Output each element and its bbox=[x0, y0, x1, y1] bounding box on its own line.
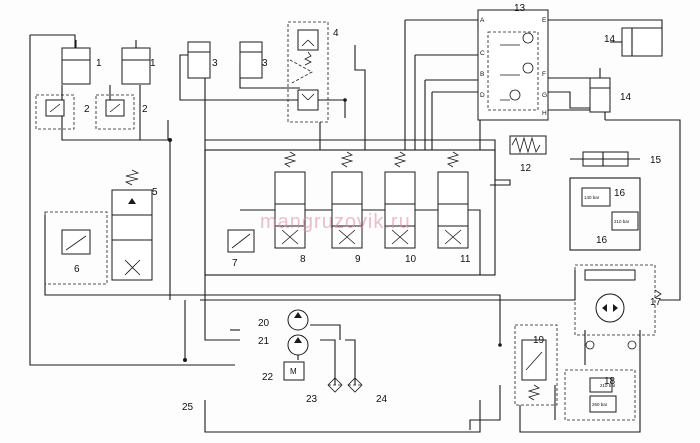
filter-24 bbox=[347, 377, 363, 393]
relief-valves-16: 140 bar 210 bar bbox=[569, 177, 641, 251]
callout-25: 25 bbox=[182, 402, 194, 413]
callout-2-left: 2 bbox=[84, 104, 90, 115]
port-labels: A B C D E F G H bbox=[480, 17, 547, 117]
valve-6 bbox=[44, 211, 108, 285]
cylinder-14-upper bbox=[610, 27, 663, 57]
callout-8: 8 bbox=[300, 254, 306, 265]
callout-1-right: 1 bbox=[150, 58, 156, 69]
port-label-e: E bbox=[542, 17, 547, 24]
valve-5 bbox=[111, 169, 153, 281]
valve-block-4 bbox=[287, 21, 329, 123]
cylinder-1-right bbox=[121, 40, 151, 85]
electric-motor-22: M bbox=[283, 361, 305, 381]
callout-19: 19 bbox=[533, 335, 545, 346]
valve-2-left bbox=[35, 94, 75, 130]
callout-17: 17 bbox=[650, 297, 662, 308]
callout-11: 11 bbox=[460, 254, 471, 265]
callout-6: 6 bbox=[74, 264, 80, 275]
directional-valve-bank bbox=[204, 149, 496, 276]
callout-18: 18 bbox=[604, 376, 616, 387]
callout-12: 12 bbox=[520, 163, 532, 174]
port-label-d: D bbox=[480, 92, 485, 99]
callout-14-upper: 14 bbox=[604, 34, 616, 45]
callout-3-left: 3 bbox=[212, 58, 218, 69]
callout-20: 20 bbox=[258, 318, 270, 329]
callout-23: 23 bbox=[306, 394, 318, 405]
callout-14-lower: 14 bbox=[620, 92, 632, 103]
directional-valve-9 bbox=[331, 151, 363, 249]
cylinder-3-right bbox=[239, 41, 263, 79]
valve-19 bbox=[514, 324, 558, 406]
directional-valve-11 bbox=[437, 151, 469, 249]
filter-23 bbox=[327, 377, 343, 393]
callout-9: 9 bbox=[355, 254, 361, 265]
callout-3-right: 3 bbox=[262, 58, 268, 69]
port-label-a: A bbox=[480, 17, 485, 24]
spring-12 bbox=[509, 135, 547, 155]
cylinder-15 bbox=[570, 151, 640, 167]
motor-label: M bbox=[290, 367, 297, 376]
port-label-b: B bbox=[480, 71, 484, 78]
callout-16-lower: 16 bbox=[596, 235, 608, 246]
relief-setting-260: 260 bar bbox=[592, 402, 608, 407]
relief-valve-18: 260 bar bbox=[564, 369, 636, 421]
callout-13: 13 bbox=[514, 3, 526, 14]
junction-dots bbox=[168, 98, 502, 362]
callout-5: 5 bbox=[152, 187, 158, 198]
directional-valve-8 bbox=[274, 151, 306, 249]
port-label-h: H bbox=[542, 110, 547, 117]
relief-setting-210-b: 210 bar bbox=[600, 383, 616, 388]
callout-10: 10 bbox=[405, 254, 417, 265]
relief-setting-210-a: 210 bar bbox=[614, 219, 630, 224]
valve-2-right bbox=[95, 94, 135, 130]
cylinder-3-left bbox=[187, 41, 211, 79]
callout-2-right: 2 bbox=[142, 104, 148, 115]
callout-21: 21 bbox=[258, 336, 270, 347]
watermark: mangruzovik.ru bbox=[260, 211, 411, 233]
callout-4: 4 bbox=[333, 28, 339, 39]
callout-7: 7 bbox=[232, 258, 238, 269]
callout-16-upper: 16 bbox=[614, 188, 626, 199]
port-label-f: F bbox=[542, 71, 546, 78]
pump-20 bbox=[287, 309, 309, 331]
directional-valve-10 bbox=[384, 151, 416, 249]
relief-setting-140: 140 bar bbox=[584, 195, 600, 200]
port-label-c: C bbox=[480, 50, 485, 57]
relief-valve-7 bbox=[227, 229, 255, 253]
callout-1-left: 1 bbox=[96, 58, 102, 69]
callout-labels: 1 1 2 2 3 3 4 5 6 7 8 9 10 11 12 13 14 1… bbox=[74, 3, 662, 413]
callout-15: 15 bbox=[650, 155, 662, 166]
port-label-g: G bbox=[542, 92, 547, 99]
callout-24: 24 bbox=[376, 394, 388, 405]
motor-17 bbox=[574, 264, 662, 350]
cylinder-14-lower bbox=[589, 68, 611, 113]
cylinder-1-left bbox=[61, 40, 91, 85]
valve-block-13 bbox=[477, 9, 549, 121]
pump-21 bbox=[287, 334, 309, 356]
callout-22: 22 bbox=[262, 372, 274, 383]
